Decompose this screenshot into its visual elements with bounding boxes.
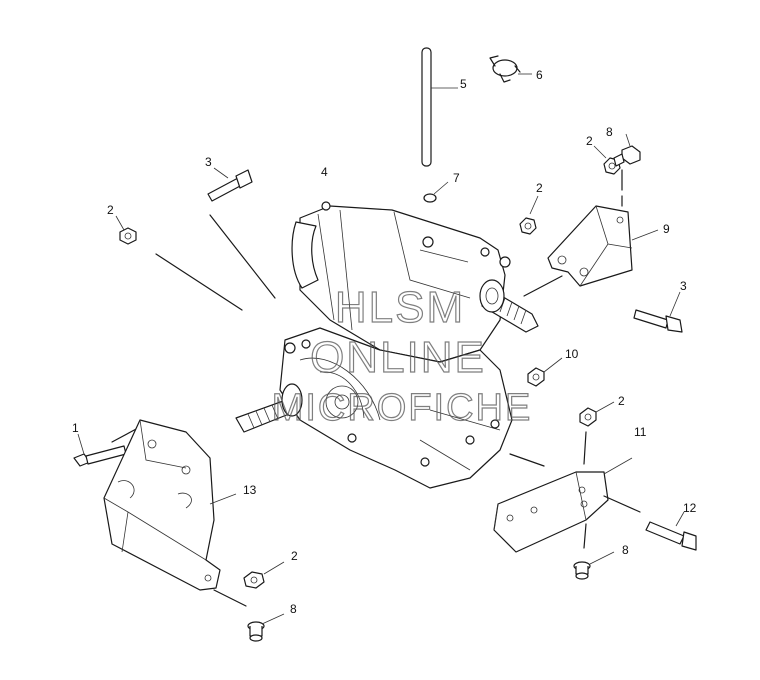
nut-part-10 (527, 357, 563, 387)
watermark: HLSM ONLINE MICROFICHE (271, 282, 533, 429)
nut-right-middle (579, 401, 615, 427)
callout-2: 2 (618, 394, 625, 408)
callout-5: 5 (460, 77, 467, 91)
callout-6: 6 (536, 68, 543, 82)
watermark-line-3: MICROFICHE (272, 387, 533, 429)
callout-3: 3 (680, 279, 687, 293)
bolt-part-12 (645, 511, 697, 551)
bolt-top-left (207, 167, 253, 202)
callout-12: 12 (683, 501, 697, 515)
watermark-line-1: HLSM (335, 283, 465, 332)
watermark-line-2: ONLINE (310, 333, 486, 382)
gearbox-assembly (235, 201, 539, 489)
callout-7: 7 (453, 171, 460, 185)
pin (423, 181, 449, 203)
bracket-left (103, 419, 237, 591)
nut-top-left (115, 215, 137, 245)
callout-1: 1 (72, 421, 79, 435)
callout-11: 11 (634, 425, 647, 439)
callout-13: 13 (243, 483, 257, 497)
nut-gearbox-top (519, 195, 539, 235)
callout-8: 8 (622, 543, 629, 557)
bolt-lower-right (573, 551, 615, 580)
callout-2: 2 (291, 549, 298, 563)
bolt-right (633, 291, 683, 333)
callout-8: 8 (606, 125, 613, 139)
nut-lower-left (243, 561, 285, 589)
bracket-lower-right (493, 457, 633, 553)
callout-10: 10 (565, 347, 579, 361)
callout-3: 3 (205, 155, 212, 169)
shift-rod (421, 47, 458, 167)
bolt-lower-left (247, 613, 285, 642)
callout-9: 9 (663, 222, 670, 236)
bolt-bracket-top (613, 133, 641, 167)
bolt-left (73, 433, 127, 467)
clamp (489, 55, 532, 83)
callout-8: 8 (290, 602, 297, 616)
callout-2: 2 (107, 203, 114, 217)
callout-2: 2 (536, 181, 543, 195)
callout-2: 2 (586, 134, 593, 148)
bracket-upper-right (547, 205, 659, 287)
callout-4: 4 (321, 165, 328, 179)
callout-labels: 5 6 3 4 7 2 8 2 2 9 3 10 2 1 13 11 12 2 … (72, 68, 697, 616)
